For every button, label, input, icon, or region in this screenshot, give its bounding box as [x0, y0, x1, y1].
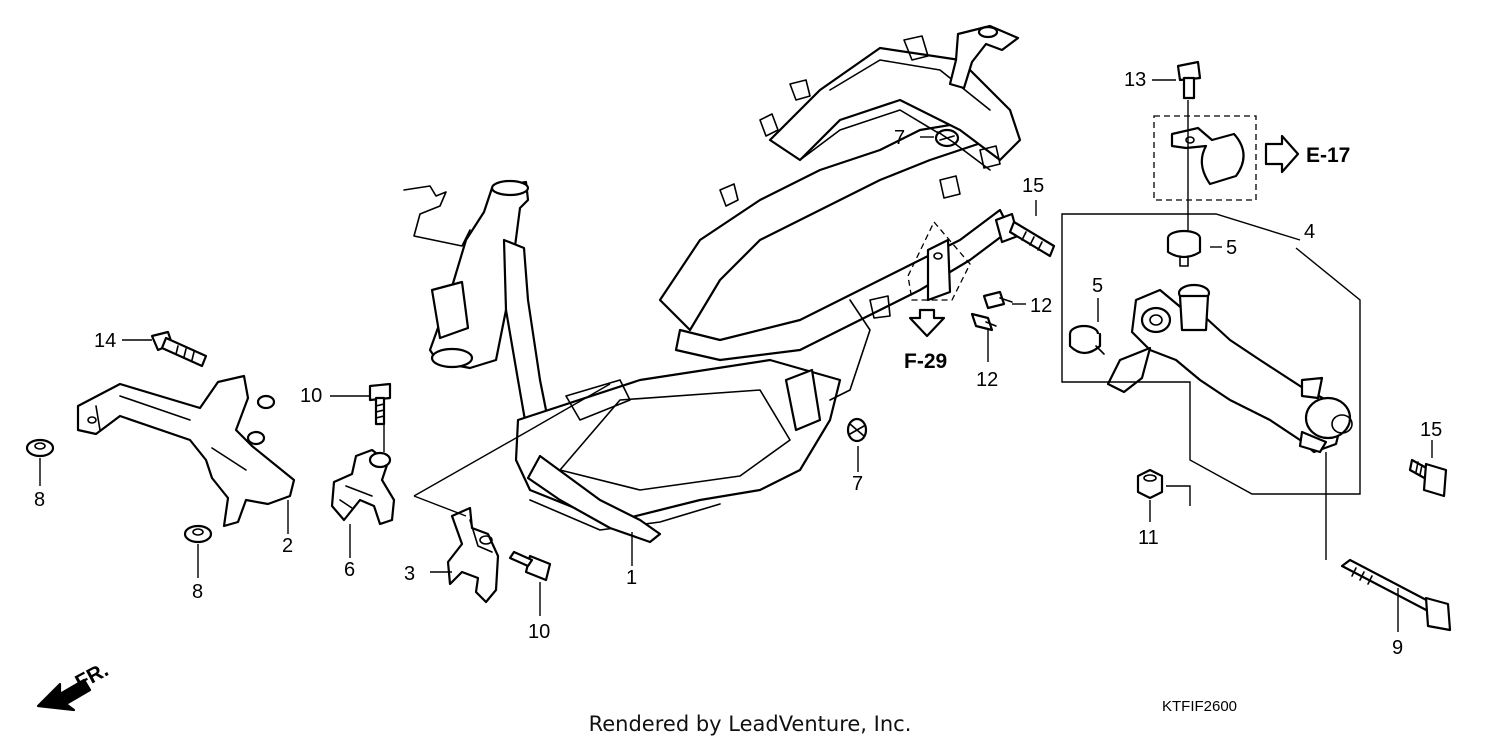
ref-e17: E-17	[1306, 144, 1350, 167]
ref-f29: F-29	[904, 350, 947, 373]
callout-9: 9	[1392, 637, 1403, 659]
callout-4: 4	[1304, 221, 1315, 243]
bracket-part-6	[330, 448, 396, 526]
nut-8-lower	[183, 524, 213, 544]
callout-8-lower: 8	[192, 581, 203, 603]
callout-10-upper: 10	[300, 385, 322, 407]
bolt-10-upper	[368, 382, 392, 426]
clamp-e17	[1170, 126, 1245, 186]
callout-5-top: 5	[1226, 237, 1237, 259]
callout-13: 13	[1124, 69, 1146, 91]
bolt-14	[150, 330, 208, 368]
bracket-part-2	[76, 374, 296, 528]
footer-credit: Rendered by LeadVenture, Inc.	[588, 712, 912, 736]
callout-11: 11	[1138, 527, 1159, 549]
bolt-15-upper	[994, 212, 1056, 258]
stopper-rubber-5-left	[1068, 324, 1105, 355]
diagram-code: KTFIF2600	[1162, 698, 1237, 715]
callout-7-lower: 7	[852, 473, 863, 495]
arrow-f29-icon	[908, 308, 946, 338]
bolt-13	[1176, 60, 1202, 100]
clip-12-lower	[970, 312, 997, 332]
callout-10-lower: 10	[528, 621, 550, 643]
bolt-10-lower	[508, 550, 552, 582]
callout-2: 2	[282, 535, 293, 557]
engine-hanger-part-4	[1106, 283, 1353, 454]
callout-15-upper: 15	[1022, 175, 1044, 197]
dashed-box-e17	[1153, 115, 1257, 201]
bolt-15-lower	[1408, 458, 1448, 498]
callout-7-upper: 7	[894, 127, 905, 149]
clip-12-upper	[982, 290, 1013, 310]
grommet-upper	[934, 128, 960, 148]
callout-5-left: 5	[1092, 275, 1103, 297]
dashed-box-f29	[907, 220, 971, 301]
bolt-9	[1340, 558, 1452, 632]
callout-1: 1	[626, 567, 637, 589]
grommet-lower	[846, 417, 868, 443]
plate-f29	[926, 238, 952, 302]
stopper-rubber-5-top	[1166, 229, 1202, 267]
callout-12-lower: 12	[976, 369, 998, 391]
callout-8-upper: 8	[34, 489, 45, 511]
arrow-e17-icon	[1264, 134, 1300, 174]
callout-14: 14	[94, 330, 116, 352]
nut-11	[1136, 468, 1164, 500]
callout-6: 6	[344, 559, 355, 581]
front-arrow-icon	[36, 678, 92, 712]
leader-lines	[39, 79, 1433, 632]
nut-8-upper	[25, 438, 55, 458]
callout-3: 3	[404, 563, 415, 585]
bracket-part-3	[446, 506, 500, 604]
callout-15-lower: 15	[1420, 419, 1442, 441]
callout-12-upper: 12	[1030, 295, 1052, 317]
